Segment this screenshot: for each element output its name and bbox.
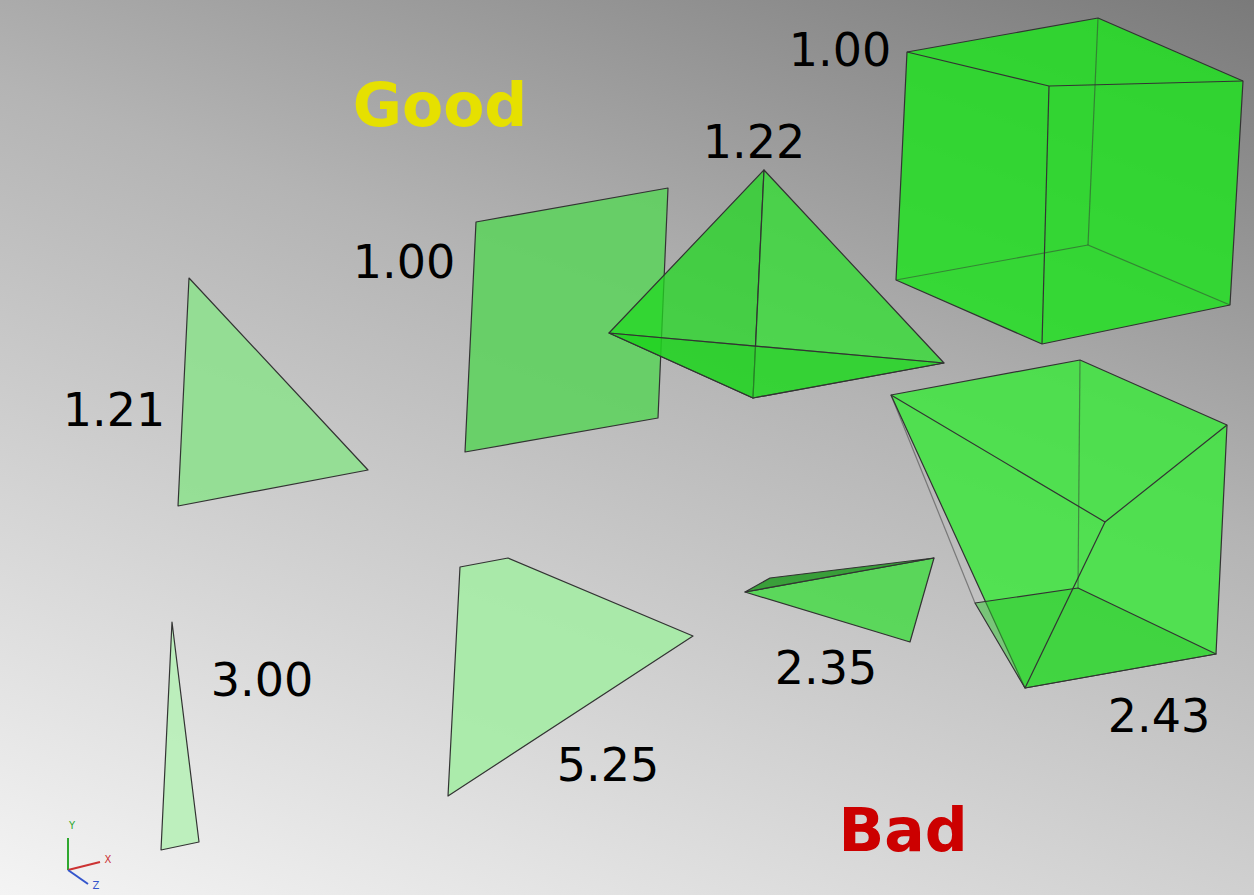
axis-triad (68, 838, 100, 884)
distorted-hexahedron (891, 360, 1227, 688)
quality-value: 2.43 (1108, 693, 1210, 739)
flat-tetrahedron (745, 558, 934, 642)
quality-value: 2.35 (775, 645, 877, 691)
axis-letter: X (105, 855, 112, 865)
triangle-element (178, 278, 368, 506)
pyramid-element (609, 170, 944, 398)
quality-value: 5.25 (557, 742, 659, 788)
distorted-quad (448, 558, 693, 796)
quality-value: 1.00 (789, 27, 891, 73)
hexahedron-element (896, 18, 1243, 344)
quality-value: 1.22 (703, 119, 805, 165)
axis-letter: Y (69, 821, 75, 831)
title-word: Good (353, 75, 528, 135)
title-word: Bad (838, 800, 967, 860)
sliver-triangle (161, 622, 199, 850)
quality-value: 3.00 (211, 657, 313, 703)
quality-value: 1.21 (63, 387, 165, 433)
quality-value: 1.00 (353, 239, 455, 285)
axis-letter: Z (93, 881, 100, 891)
